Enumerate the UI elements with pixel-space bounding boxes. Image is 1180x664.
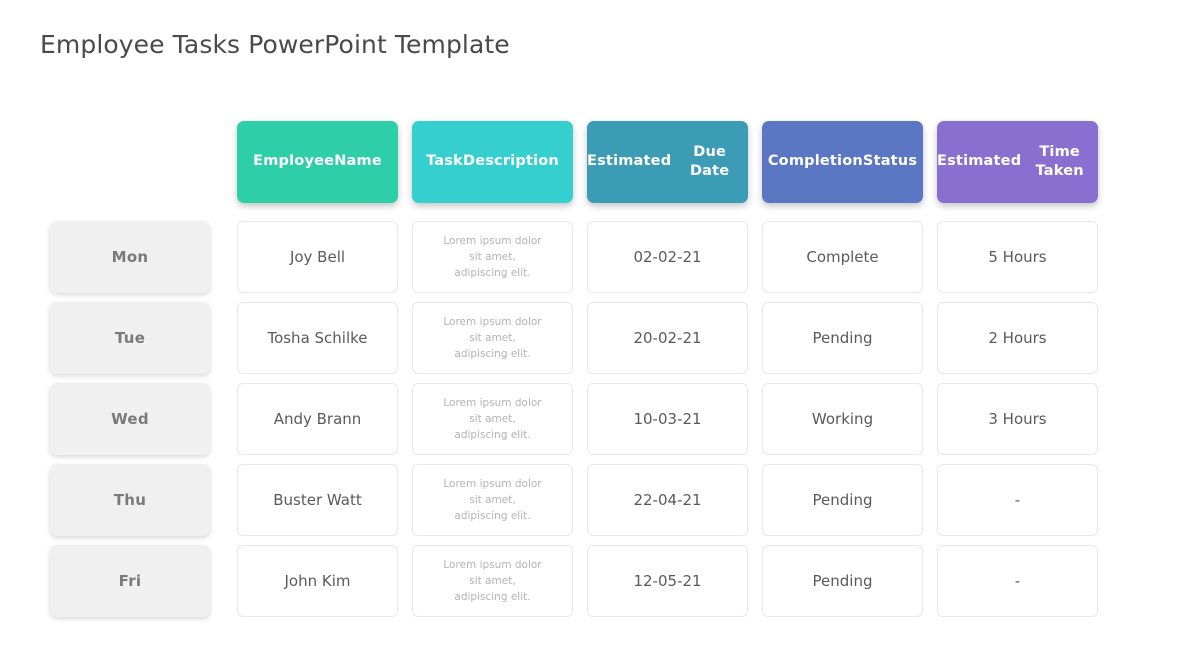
cell-value-estimated-time-taken: 3 Hours: [937, 383, 1098, 455]
cell-value-employee-name: Joy Bell: [237, 221, 398, 293]
cell-value-employee-name: Tosha Schilke: [237, 302, 398, 374]
cell-completion-status[interactable]: Pending: [762, 302, 923, 374]
cell-value-estimated-time-taken: -: [937, 464, 1098, 536]
cell-employee-name[interactable]: John Kim: [237, 545, 398, 617]
cell-completion-status[interactable]: Pending: [762, 464, 923, 536]
corner-blank: [50, 121, 210, 203]
cell-value-completion-status: Working: [762, 383, 923, 455]
row-day-cell[interactable]: Fri: [50, 545, 210, 617]
cell-completion-status[interactable]: Complete: [762, 221, 923, 293]
row-day-cell[interactable]: Wed: [50, 383, 210, 455]
cell-value-completion-status: Pending: [762, 464, 923, 536]
cell-value-estimated-time-taken: 2 Hours: [937, 302, 1098, 374]
cell-employee-name[interactable]: Andy Brann: [237, 383, 398, 455]
cell-estimated-time-taken[interactable]: 5 Hours: [937, 221, 1098, 293]
day-label-thu: Thu: [50, 464, 210, 536]
cell-employee-name[interactable]: Buster Watt: [237, 464, 398, 536]
cell-value-completion-status: Pending: [762, 545, 923, 617]
cell-estimated-due-date[interactable]: 20-02-21: [587, 302, 748, 374]
row-day-cell[interactable]: Thu: [50, 464, 210, 536]
row-day-cell[interactable]: Tue: [50, 302, 210, 374]
cell-value-estimated-time-taken: -: [937, 545, 1098, 617]
day-label-mon: Mon: [50, 221, 210, 293]
cell-value-employee-name: Andy Brann: [237, 383, 398, 455]
cell-completion-status[interactable]: Working: [762, 383, 923, 455]
day-label-tue: Tue: [50, 302, 210, 374]
cell-estimated-time-taken[interactable]: -: [937, 464, 1098, 536]
cell-estimated-time-taken[interactable]: 3 Hours: [937, 383, 1098, 455]
cell-estimated-due-date[interactable]: 12-05-21: [587, 545, 748, 617]
cell-employee-name[interactable]: Joy Bell: [237, 221, 398, 293]
cell-value-employee-name: Buster Watt: [237, 464, 398, 536]
cell-value-completion-status: Complete: [762, 221, 923, 293]
cell-employee-name[interactable]: Tosha Schilke: [237, 302, 398, 374]
cell-value-estimated-time-taken: 5 Hours: [937, 221, 1098, 293]
cell-estimated-due-date[interactable]: 10-03-21: [587, 383, 748, 455]
cell-estimated-due-date[interactable]: 22-04-21: [587, 464, 748, 536]
day-label-fri: Fri: [50, 545, 210, 617]
page-title: Employee Tasks PowerPoint Template: [40, 30, 510, 59]
cell-estimated-due-date[interactable]: 02-02-21: [587, 221, 748, 293]
cell-estimated-time-taken[interactable]: -: [937, 545, 1098, 617]
header-corner-spacer: [50, 121, 210, 203]
cell-estimated-time-taken[interactable]: 2 Hours: [937, 302, 1098, 374]
row-day-cell[interactable]: Mon: [50, 221, 210, 293]
cell-value-completion-status: Pending: [762, 302, 923, 374]
cell-value-estimated-due-date: 10-03-21: [587, 383, 748, 455]
cell-value-estimated-due-date: 02-02-21: [587, 221, 748, 293]
cell-value-estimated-due-date: 12-05-21: [587, 545, 748, 617]
cell-value-estimated-due-date: 22-04-21: [587, 464, 748, 536]
cell-value-estimated-due-date: 20-02-21: [587, 302, 748, 374]
cell-completion-status[interactable]: Pending: [762, 545, 923, 617]
cell-value-employee-name: John Kim: [237, 545, 398, 617]
day-label-wed: Wed: [50, 383, 210, 455]
